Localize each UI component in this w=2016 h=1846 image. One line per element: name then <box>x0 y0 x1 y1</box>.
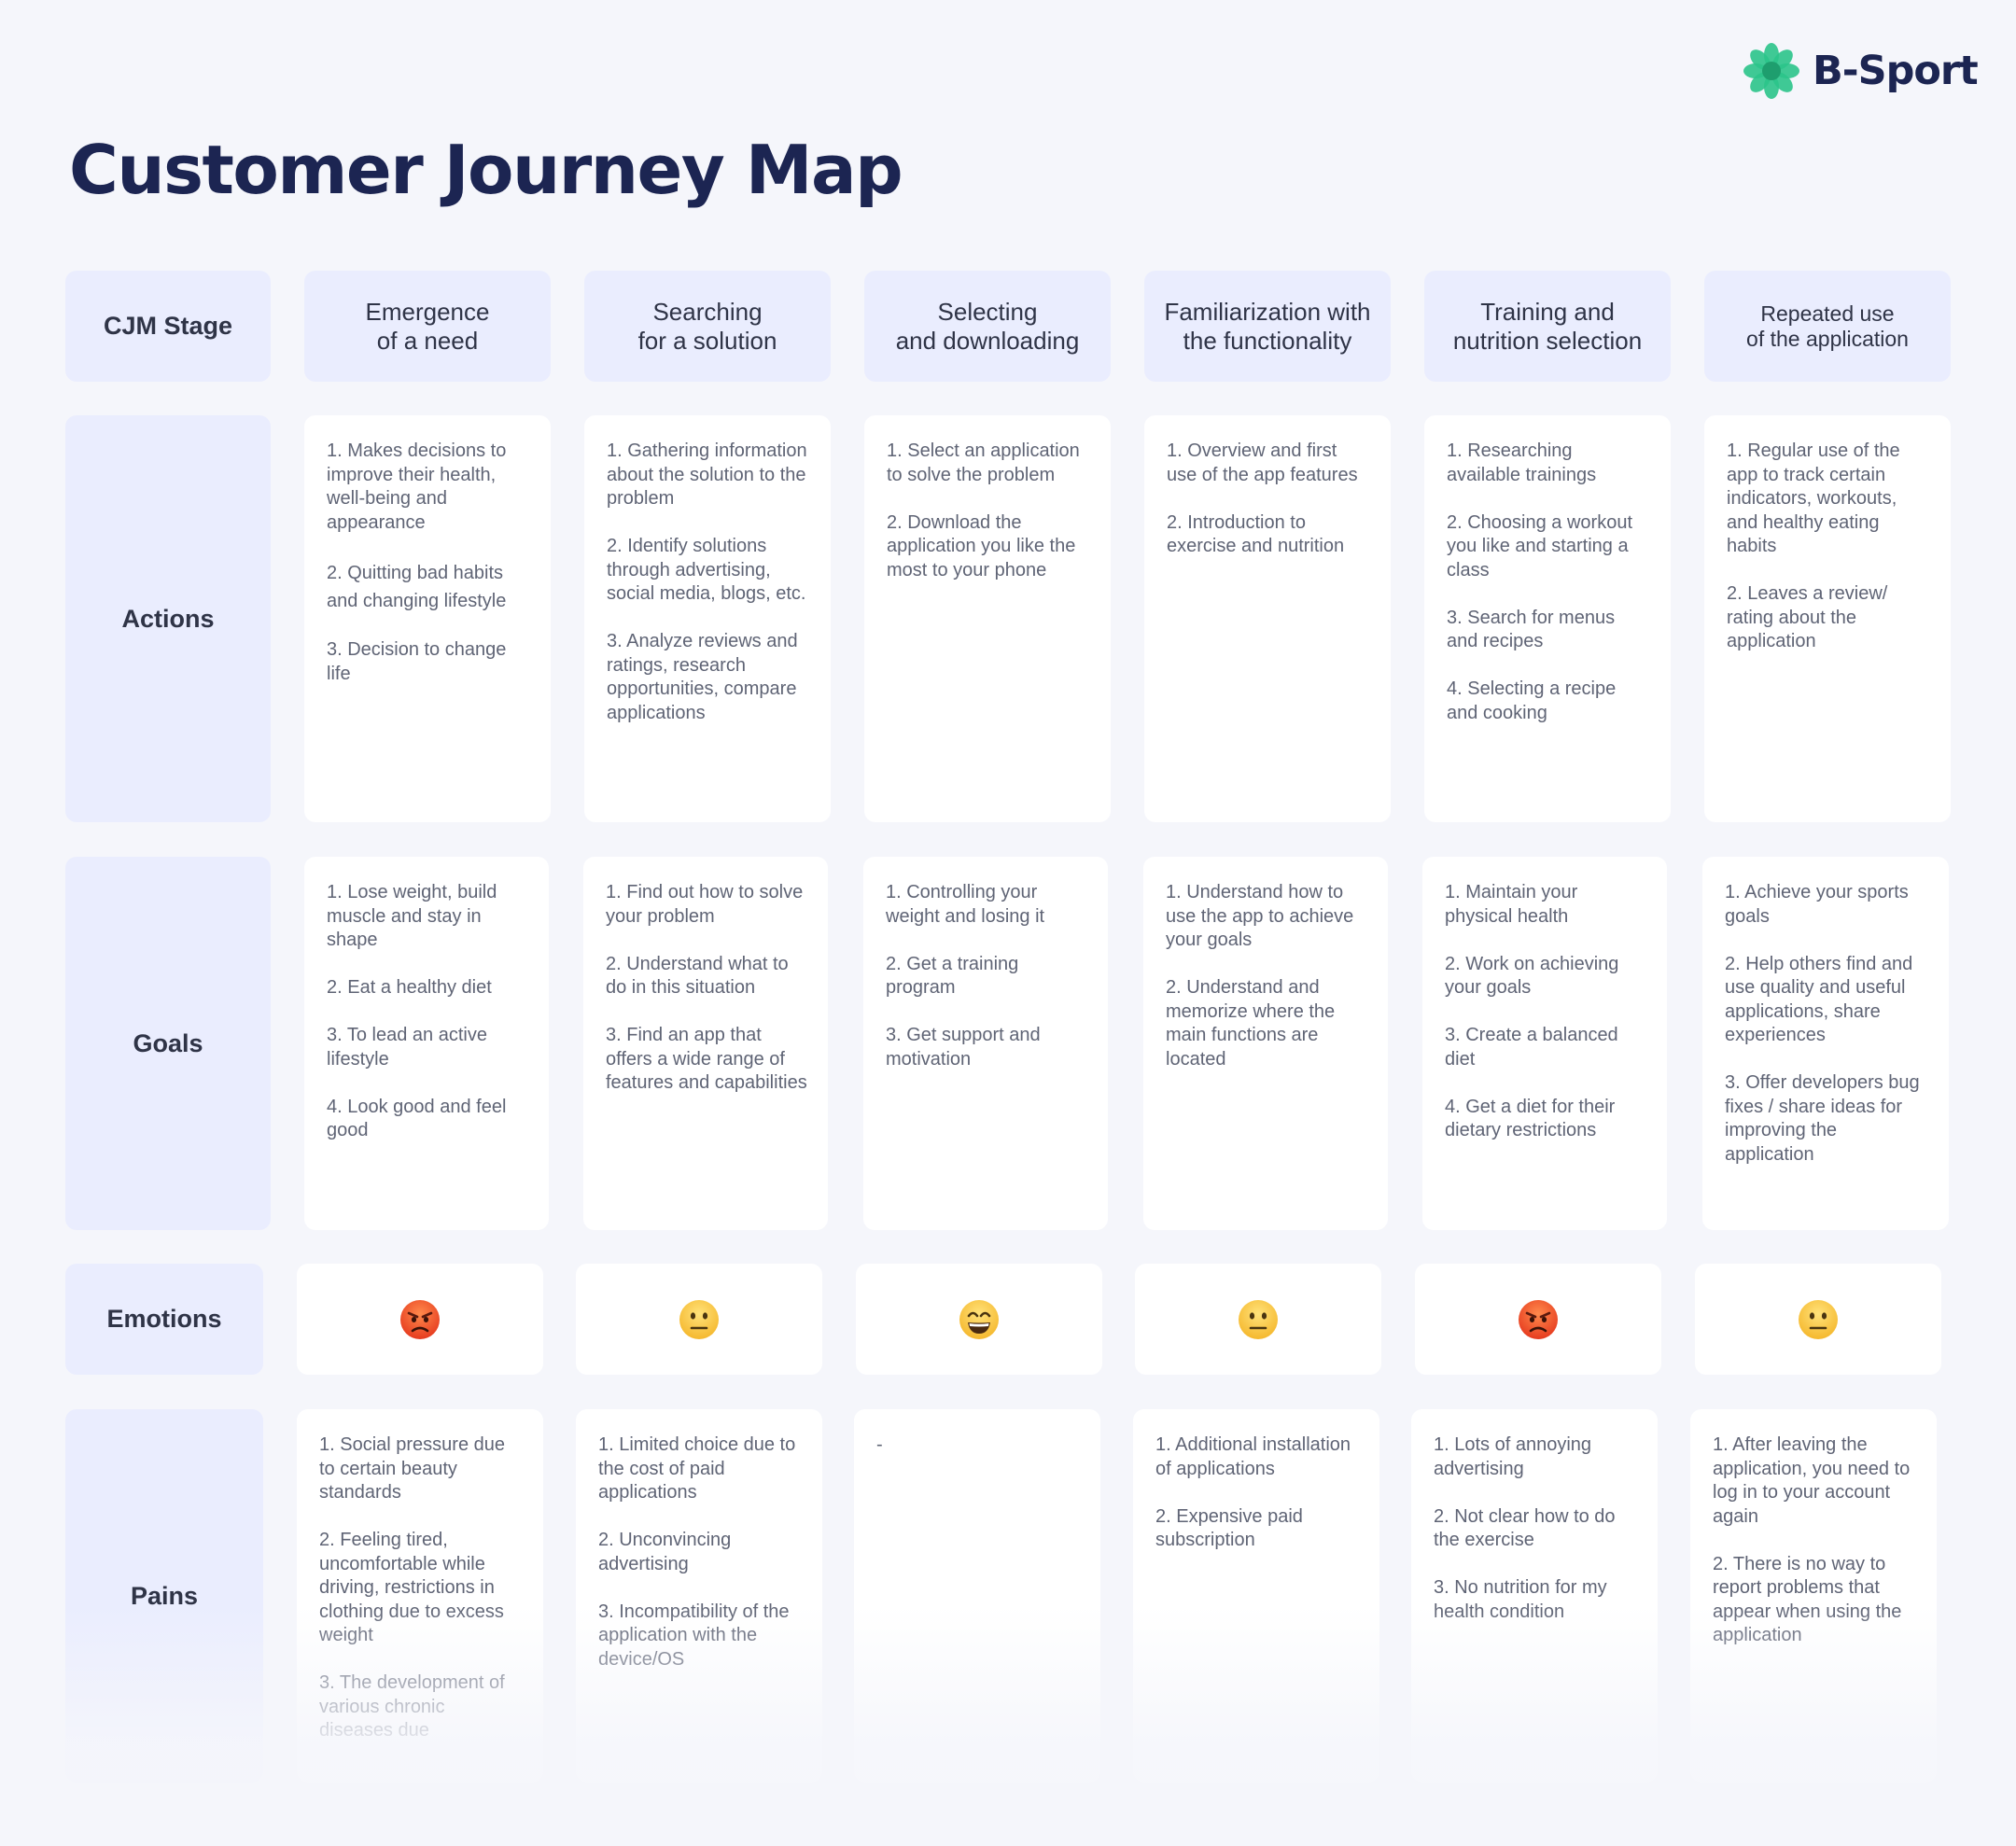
row-label-emotions: Emotions <box>65 1264 263 1375</box>
actions-card: 1. Makes decisions to improve their heal… <box>304 415 551 822</box>
goals-card: 1. Controlling your weight and losing it… <box>863 857 1108 1230</box>
neutral-face-icon <box>1239 1299 1278 1339</box>
neutral-face-icon <box>1799 1299 1838 1339</box>
actions-card: 1. Overview and first use of the app fea… <box>1144 415 1391 822</box>
angry-face-icon <box>400 1299 440 1339</box>
row-label-pains: Pains <box>65 1409 263 1783</box>
emotion-card <box>1415 1264 1661 1375</box>
page-title: Customer Journey Map <box>69 131 903 209</box>
pains-card: 1. Limited choice due to the cost of pai… <box>576 1409 822 1783</box>
neutral-face-icon <box>679 1299 719 1339</box>
row-label-stage: CJM Stage <box>65 271 271 382</box>
pains-card: - <box>854 1409 1100 1783</box>
brand-name: B-Sport <box>1813 48 1979 94</box>
row-label-actions: Actions <box>65 415 271 822</box>
goals-card: 1. Find out how to solve your problem 2.… <box>583 857 828 1230</box>
grinning-face-icon <box>959 1299 999 1339</box>
emotion-card <box>856 1264 1102 1375</box>
actions-card: 1. Select an application to solve the pr… <box>864 415 1111 822</box>
emotion-card <box>1695 1264 1941 1375</box>
actions-card: 1. Gathering information about the solut… <box>584 415 831 822</box>
pains-card: 1. After leaving the application, you ne… <box>1690 1409 1937 1783</box>
emotion-card <box>1135 1264 1381 1375</box>
brand-logo: B-Sport <box>1742 41 1979 101</box>
brand-flower-icon <box>1743 43 1799 99</box>
actions-card: 1. Researching available trainings 2. Ch… <box>1424 415 1671 822</box>
goals-card: 1. Achieve your sports goals 2. Help oth… <box>1702 857 1949 1230</box>
goals-card: 1. Maintain your physical health 2. Work… <box>1422 857 1667 1230</box>
actions-card: 1. Regular use of the app to track certa… <box>1704 415 1951 822</box>
emotion-card <box>297 1264 543 1375</box>
row-label-goals: Goals <box>65 857 271 1230</box>
pains-card: 1. Lots of annoying advertising 2. Not c… <box>1411 1409 1658 1783</box>
emotion-card <box>576 1264 822 1375</box>
goals-card: 1. Understand how to use the app to achi… <box>1143 857 1388 1230</box>
pains-card: 1. Social pressure due to certain beauty… <box>297 1409 543 1783</box>
pains-card: 1. Additional installation of applicatio… <box>1133 1409 1379 1783</box>
angry-face-icon <box>1519 1299 1558 1339</box>
goals-card: 1. Lose weight, build muscle and stay in… <box>304 857 549 1230</box>
